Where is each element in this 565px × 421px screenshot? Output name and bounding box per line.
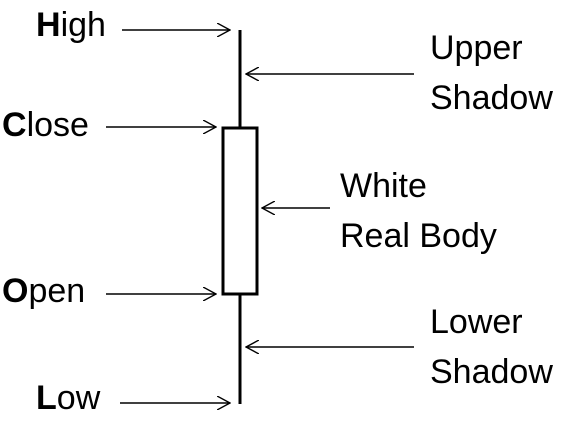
label-low: Low [36,381,100,415]
callout-real-body-line1: White [340,167,427,205]
callout-real-body: White Real Body [340,161,497,261]
label-low-rest: ow [56,379,101,417]
label-open: Open [2,274,85,308]
label-open-initial: O [2,272,29,310]
label-close-rest: lose [26,106,89,144]
label-low-initial: L [36,379,57,417]
callout-upper-shadow-line1: Upper [430,29,523,67]
callout-lower-shadow-line2: Shadow [430,353,553,391]
label-high: High [36,8,106,42]
callout-upper-shadow-line2: Shadow [430,79,553,117]
callout-real-body-line2: Real Body [340,217,497,255]
label-open-rest: pen [28,272,86,310]
label-high-rest: igh [60,6,106,44]
label-close-initial: C [2,106,27,144]
callout-lower-shadow-line1: Lower [430,303,523,341]
label-high-initial: H [36,6,61,44]
callout-lower-shadow: Lower Shadow [430,297,553,397]
white-real-body [221,126,259,296]
callout-upper-shadow: Upper Shadow [430,23,553,123]
label-close: Close [2,108,89,142]
